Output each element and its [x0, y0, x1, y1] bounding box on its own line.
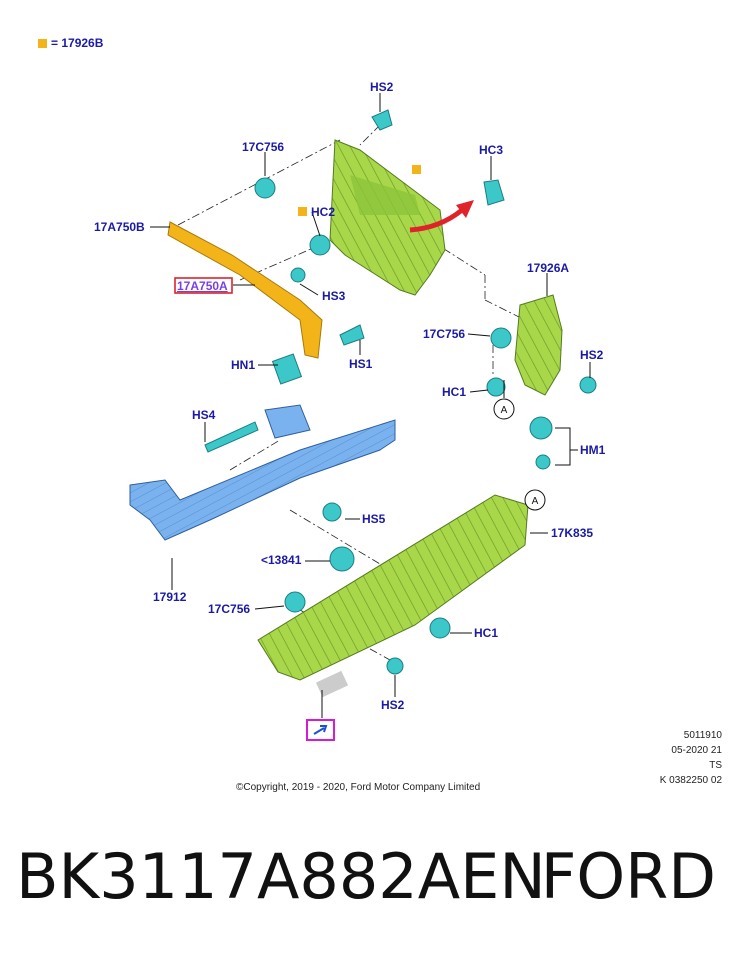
fastener-hc1-bottom	[429, 617, 451, 639]
fastener-17c756-bottom	[284, 591, 306, 613]
legend: = 17926B	[38, 36, 103, 50]
selection-icon-button[interactable]	[306, 719, 335, 741]
callout-a-right[interactable]: A	[493, 398, 515, 420]
fastener-hn1	[271, 353, 303, 385]
label-hs1[interactable]: HS1	[349, 357, 373, 371]
fasteners	[204, 109, 597, 675]
fastener-hs5	[322, 502, 342, 522]
fastener-17c756-mid	[490, 327, 512, 349]
right-green-bracket	[514, 294, 563, 396]
highlight-box-17a750a[interactable]	[174, 277, 233, 294]
label-hc3[interactable]: HC3	[479, 143, 503, 157]
legend-swatch	[38, 38, 47, 48]
fastener-hs1	[339, 324, 365, 346]
upper-green-bracket	[329, 139, 446, 296]
part-number: BK3117A882AEN	[16, 840, 546, 913]
svg-text:A: A	[532, 496, 539, 507]
meta-line-4: K 0382250 02	[659, 775, 722, 786]
label-hn1[interactable]: HN1	[231, 358, 255, 372]
label-hc1-bottom[interactable]: HC1	[474, 626, 498, 640]
leader-lines	[150, 93, 591, 718]
fastener-13841	[329, 546, 355, 572]
label-13841[interactable]: <13841	[261, 553, 302, 567]
fastener-hs2-top	[371, 109, 393, 131]
label-hs4[interactable]: HS4	[192, 408, 216, 422]
label-17k835[interactable]: 17K835	[551, 526, 593, 540]
label-hs2-bottom[interactable]: HS2	[381, 698, 405, 712]
meta-line-1: 5011910	[683, 730, 722, 741]
fastener-17c756-top	[254, 177, 276, 199]
label-17912[interactable]: 17912	[153, 590, 187, 604]
fastener-hs3	[290, 267, 306, 283]
drawing-metadata: 5011910 05-2020 21 TS K 0382250 02	[660, 728, 722, 788]
fastener-hs2-bottom	[386, 657, 404, 675]
label-hc2[interactable]: HC2	[311, 205, 335, 219]
label-17a750b[interactable]: 17A750B	[94, 220, 145, 234]
marker-17926b-hc2	[298, 207, 307, 216]
legend-text: = 17926B	[51, 36, 104, 50]
label-17c756-mid[interactable]: 17C756	[423, 327, 465, 341]
callout-a-bottom[interactable]: A	[524, 489, 546, 511]
label-hs2-right[interactable]: HS2	[580, 348, 604, 362]
label-hs5[interactable]: HS5	[362, 512, 386, 526]
label-17926a[interactable]: 17926A	[527, 261, 569, 275]
label-17c756-top[interactable]: 17C756	[242, 140, 284, 154]
blue-bumper-beam	[129, 404, 396, 541]
label-17a750a[interactable]: 17A750A	[177, 279, 228, 293]
fastener-hs4	[204, 421, 259, 453]
direction-arrow	[409, 200, 474, 233]
fastener-hm1-a	[529, 416, 553, 440]
meta-line-2: 05-2020 21	[671, 745, 722, 756]
fastener-hm1-b	[535, 454, 551, 470]
marker-17926b-top	[412, 165, 421, 174]
yellow-reinforcement-strip	[167, 221, 323, 359]
label-hs2-top[interactable]: HS2	[370, 80, 394, 94]
label-hm1[interactable]: HM1	[580, 443, 606, 457]
lower-step-pad	[257, 494, 529, 698]
fastener-hc3	[483, 179, 505, 206]
label-hc1-right[interactable]: HC1	[442, 385, 466, 399]
meta-line-3: TS	[709, 760, 722, 771]
label-17c756-bottom[interactable]: 17C756	[208, 602, 250, 616]
part-caption: BK3117A882AEN FORD	[0, 832, 734, 932]
fastener-hc2	[309, 234, 331, 256]
label-hs3[interactable]: HS3	[322, 289, 346, 303]
brand-name: FORD	[540, 840, 716, 913]
copyright-notice: ©Copyright, 2019 - 2020, Ford Motor Comp…	[236, 782, 481, 793]
svg-text:A: A	[501, 405, 508, 416]
fastener-hs2-right	[579, 376, 597, 394]
fastener-hc1-right	[486, 377, 506, 397]
